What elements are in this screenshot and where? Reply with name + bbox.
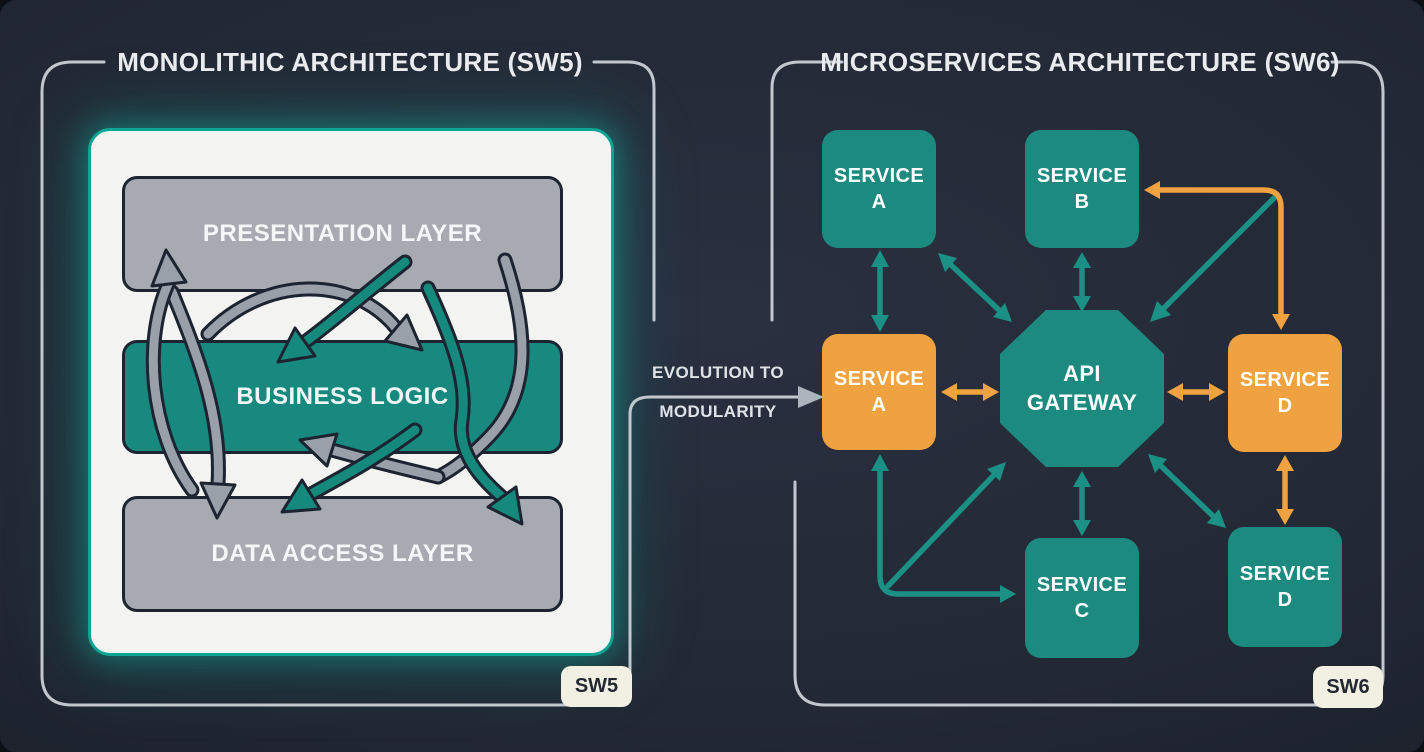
service-a-left-letter: A: [871, 394, 887, 416]
head-branch-right: [1000, 585, 1016, 603]
service-c-label: SERVICE: [1036, 574, 1128, 596]
arrow-svcAtop-gateway: [948, 262, 1002, 313]
sw5-badge: SW5: [561, 666, 632, 707]
service-d-right-label: SERVICE: [1239, 369, 1331, 391]
service-a-top-letter: A: [871, 191, 887, 213]
service-d-right-letter: D: [1277, 395, 1293, 417]
head-gateway-left: [983, 383, 999, 401]
arrow-branch-diagonal: [885, 472, 997, 589]
service-a-top-label: SERVICE: [833, 165, 925, 187]
presentation-layer-box: PRESENTATION LAYER: [122, 176, 563, 292]
head-svcB-right: [1144, 181, 1160, 199]
sw6-badge: SW6: [1313, 666, 1383, 708]
business-logic-box: BUSINESS LOGIC: [122, 340, 563, 454]
service-b-label: SERVICE: [1036, 165, 1128, 187]
head-svcAtop-bottom: [871, 250, 889, 267]
service-a-top-node: SERVICE A: [822, 130, 936, 248]
head-svcC-top: [1073, 520, 1091, 536]
head-gateway-right: [1167, 383, 1183, 401]
head-branch-up: [871, 454, 889, 471]
head-svcDright-left: [1209, 383, 1225, 401]
head-svcDbottom-top: [1276, 509, 1294, 525]
head-svcDbottom-topleft: [1207, 509, 1226, 528]
service-b-node: SERVICE B: [1025, 130, 1139, 248]
service-d-bottom-letter: D: [1277, 589, 1293, 611]
service-c-node: SERVICE C: [1025, 538, 1139, 658]
head-gateway-top: [1073, 296, 1091, 312]
service-a-left-label: SERVICE: [833, 368, 925, 390]
monolith-title: MONOLITHIC ARCHITECTURE (SW5): [117, 47, 583, 77]
arrow-bend-gateway: [1161, 195, 1277, 311]
api-gateway-label-1: API: [1063, 360, 1101, 386]
head-gateway-bottom: [1073, 471, 1091, 487]
service-a-left-node: SERVICE A: [822, 334, 936, 450]
service-c-letter: C: [1074, 600, 1090, 622]
head-svcDright-top: [1272, 314, 1290, 330]
arrow-branch-elbow: [877, 466, 1003, 597]
service-d-right-node: SERVICE D: [1228, 334, 1342, 452]
head-svcDright-bottom: [1276, 455, 1294, 471]
head-svcAleft-right: [941, 383, 957, 401]
head-gateway-topleft: [993, 303, 1012, 322]
data-access-layer-box: DATA ACCESS LAYER: [122, 496, 563, 612]
head-gateway-topright: [1150, 301, 1171, 322]
evolution-label-line2: MODULARITY: [659, 402, 777, 421]
head-gateway-bottomright: [1148, 454, 1167, 473]
api-gateway-node: API GATEWAY: [1000, 310, 1164, 467]
arrow-bend-svcB-svcDright: [1157, 187, 1284, 325]
head-branch-diagonal: [987, 462, 1006, 481]
head-svcB-bottom: [1073, 252, 1091, 268]
service-d-bottom-label: SERVICE: [1239, 563, 1331, 585]
service-b-letter: B: [1074, 191, 1090, 213]
microservices-title: MICROSERVICES ARCHITECTURE (SW6): [820, 47, 1340, 77]
service-d-bottom-node: SERVICE D: [1228, 527, 1342, 647]
api-gateway-label-2: GATEWAY: [1026, 389, 1138, 415]
arrow-gateway-svcDbottom: [1158, 463, 1216, 519]
head-svcAtop-corner: [938, 253, 957, 272]
head-svcAleft-top: [871, 315, 889, 332]
evolution-label-line1: EVOLUTION TO: [652, 363, 784, 382]
